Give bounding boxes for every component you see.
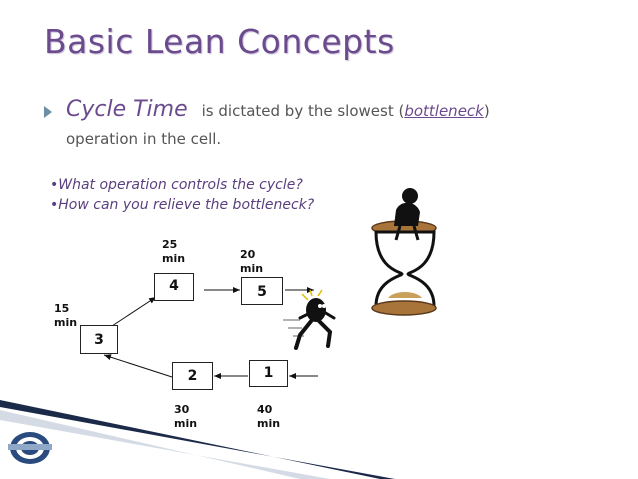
operation-box-1: 1 (249, 360, 288, 387)
bullet-line-1: Cycle Time is dictated by the slowest (bo… (66, 97, 490, 122)
operation-label: 3 (94, 332, 104, 348)
bullet-text-after: ) (483, 102, 490, 120)
bottleneck-emphasis: bottleneck (404, 102, 484, 120)
bullet-line-2: operation in the cell. (66, 130, 222, 148)
operation-label: 2 (187, 368, 198, 384)
cycle-time-term: Cycle Time (66, 97, 188, 122)
bullet-arrow-icon (44, 106, 52, 118)
slide-title: Basic Lean Concepts (44, 22, 395, 61)
operation-label: 4 (169, 278, 179, 294)
question-2: •How can you relieve the bottleneck? (50, 197, 315, 213)
arrow-3-to-4 (111, 296, 157, 327)
operation-label: 5 (257, 284, 267, 300)
arrow-2-to-3 (103, 354, 173, 378)
operation-box-5: 5 (241, 277, 283, 305)
operation-label: 1 (263, 365, 274, 381)
operation-box-3: 3 (80, 325, 118, 354)
operation-box-2: 2 (172, 362, 213, 390)
bullet-text-before: is dictated by the slowest ( (201, 102, 405, 120)
question-1: •What operation controls the cycle? (50, 177, 303, 193)
operation-box-4: 4 (154, 273, 194, 301)
